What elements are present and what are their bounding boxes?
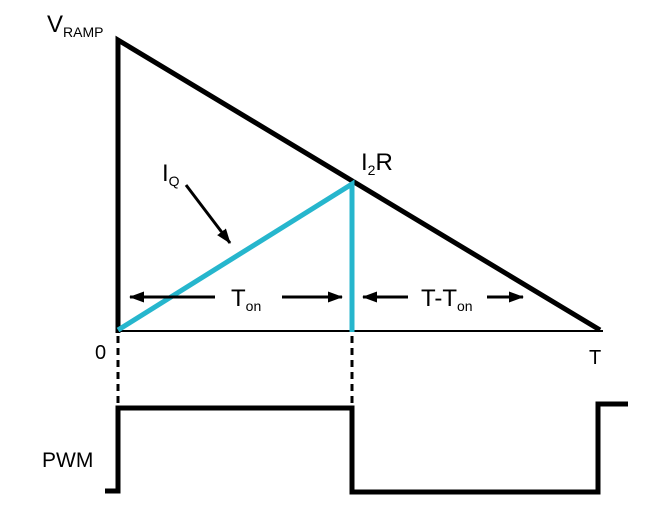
t-minus-ton-label-base: T-T xyxy=(421,285,457,312)
pwm-label: PWM xyxy=(42,449,93,472)
pwm-square-wave xyxy=(105,401,628,495)
i2r-label-base: I xyxy=(361,149,368,176)
i2r-label: I2R xyxy=(361,149,393,178)
vramp-label: VRAMP xyxy=(47,11,103,40)
iq-callout-arrow xyxy=(184,184,232,244)
t-minus-ton-label: T-Ton xyxy=(421,285,473,314)
i2r-label-suffix: R xyxy=(375,149,392,176)
vramp-label-sub: RAMP xyxy=(63,24,103,40)
ton-label: Ton xyxy=(231,285,261,314)
ton-label-sub: on xyxy=(246,298,262,314)
origin-label: 0 xyxy=(95,342,106,364)
i2r-label-sub: 2 xyxy=(368,162,376,178)
ramp-triangle-outline xyxy=(115,35,602,333)
iq-current-trace xyxy=(116,179,355,333)
t-minus-ton-label-sub: on xyxy=(457,298,473,314)
iq-label-sub: Q xyxy=(169,173,180,189)
ton-label-base: T xyxy=(231,285,246,312)
iq-label: IQ xyxy=(162,160,180,189)
period-label: T xyxy=(589,347,601,369)
iq-label-base: I xyxy=(162,160,169,187)
vramp-label-base: V xyxy=(47,11,63,38)
